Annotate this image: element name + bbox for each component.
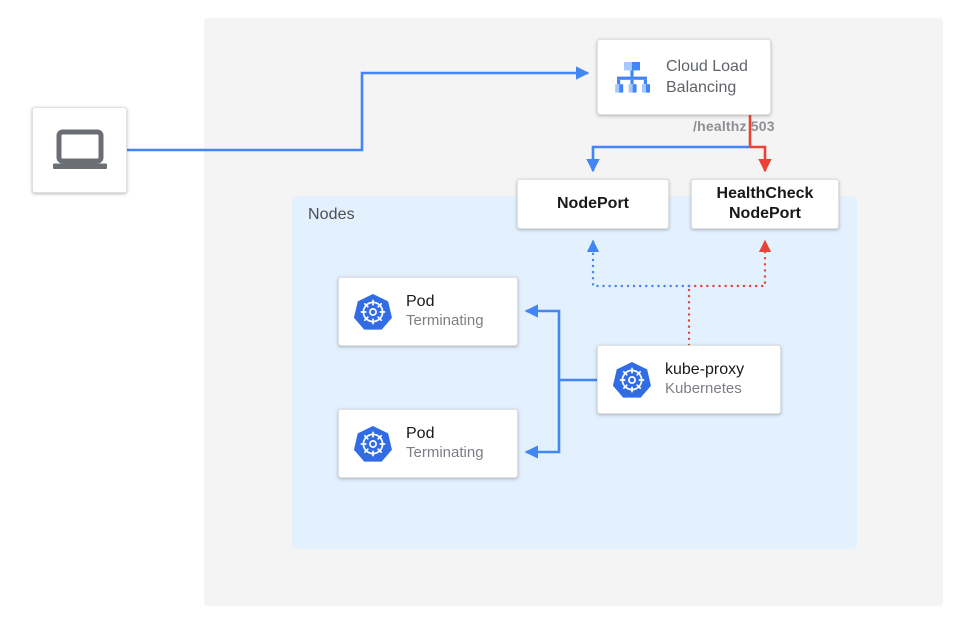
laptop-icon [52,129,107,169]
pod-2-title: Pod [406,425,435,443]
cloud-load-balancing-label-line2: Balancing [666,79,737,96]
pod-1-title: Pod [406,293,435,311]
cloud-load-balancing-card[interactable]: Cloud Load Balancing [597,39,771,115]
kube-proxy-card[interactable]: kube-proxy Kubernetes [597,345,781,414]
pod-1-status: Terminating [406,312,484,330]
kubernetes-icon [612,361,651,398]
cloud-load-balancing-label: Cloud Load Balancing [666,56,748,99]
nodes-region-label: Nodes [308,206,355,223]
kube-proxy-subtitle: Kubernetes [665,380,742,398]
healthcheck-nodeport-label-line2: NodePort [729,205,801,222]
kube-proxy-title: kube-proxy [665,361,745,379]
healthcheck-nodeport-label-line1: HealthCheck [716,185,814,203]
healthcheck-nodeport-card[interactable]: HealthCheck NodePort [691,179,839,229]
pod-card-2[interactable]: Pod Terminating [338,409,518,478]
nodeport-label: NodePort [557,195,629,213]
healthz-edge-label: /healthz 503 [693,118,775,134]
nodeport-card[interactable]: NodePort [517,179,669,229]
kubernetes-icon [353,425,392,462]
cloud-load-balancing-label-line1: Cloud Load [666,57,748,75]
kube-proxy-text: kube-proxy Kubernetes [665,360,744,399]
pod-2-text: Pod Terminating [406,424,484,463]
pod-1-text: Pod Terminating [406,292,484,331]
kubernetes-icon [353,293,392,330]
client-device-card[interactable] [32,107,127,193]
cloud-load-balancing-icon [615,62,650,93]
pod-2-status: Terminating [406,444,484,462]
pod-card-1[interactable]: Pod Terminating [338,277,518,346]
